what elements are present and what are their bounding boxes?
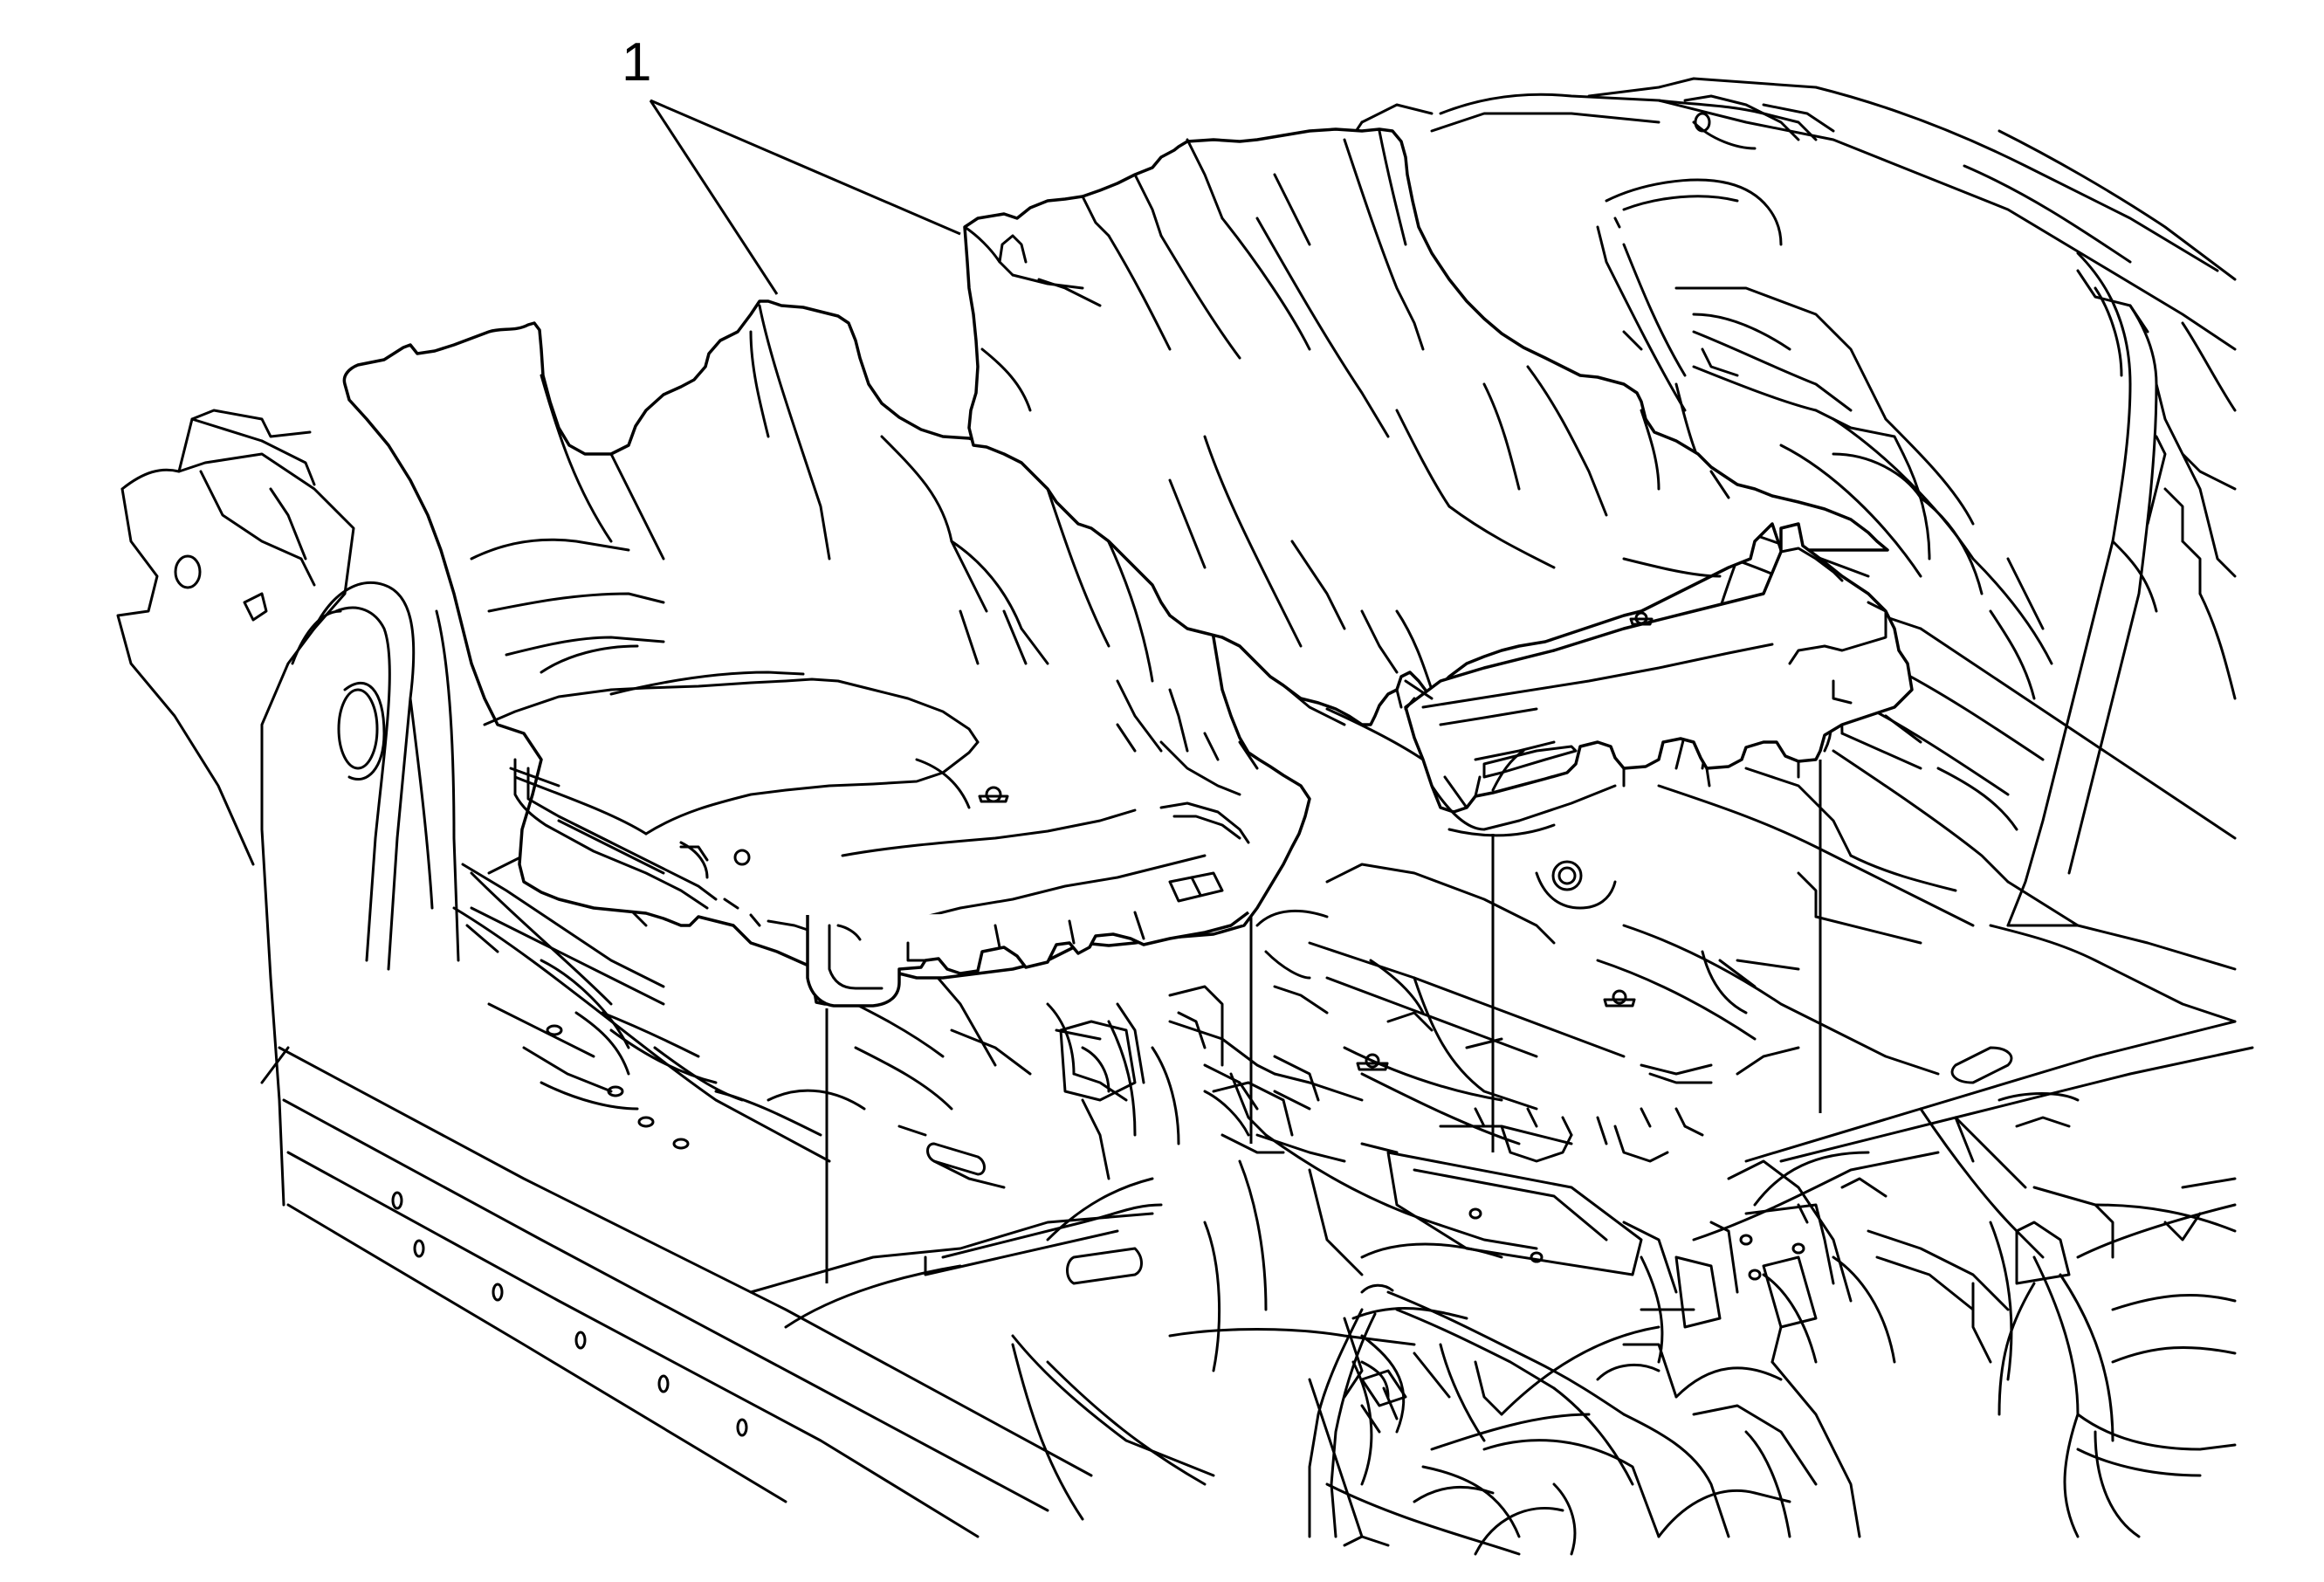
front-floor-insulator-right (963, 127, 1914, 837)
wiring-harness (1308, 1229, 2010, 1538)
callout-1-leader-left (649, 100, 779, 295)
callout-1-group: 1 (622, 32, 961, 295)
callout-1-label: 1 (622, 32, 651, 93)
front-floor-insulator-left (342, 299, 1311, 1008)
alignment-lines (825, 760, 1822, 1283)
callout-1-leader-right (650, 99, 961, 236)
vehicle-body-structure (116, 77, 2254, 1556)
